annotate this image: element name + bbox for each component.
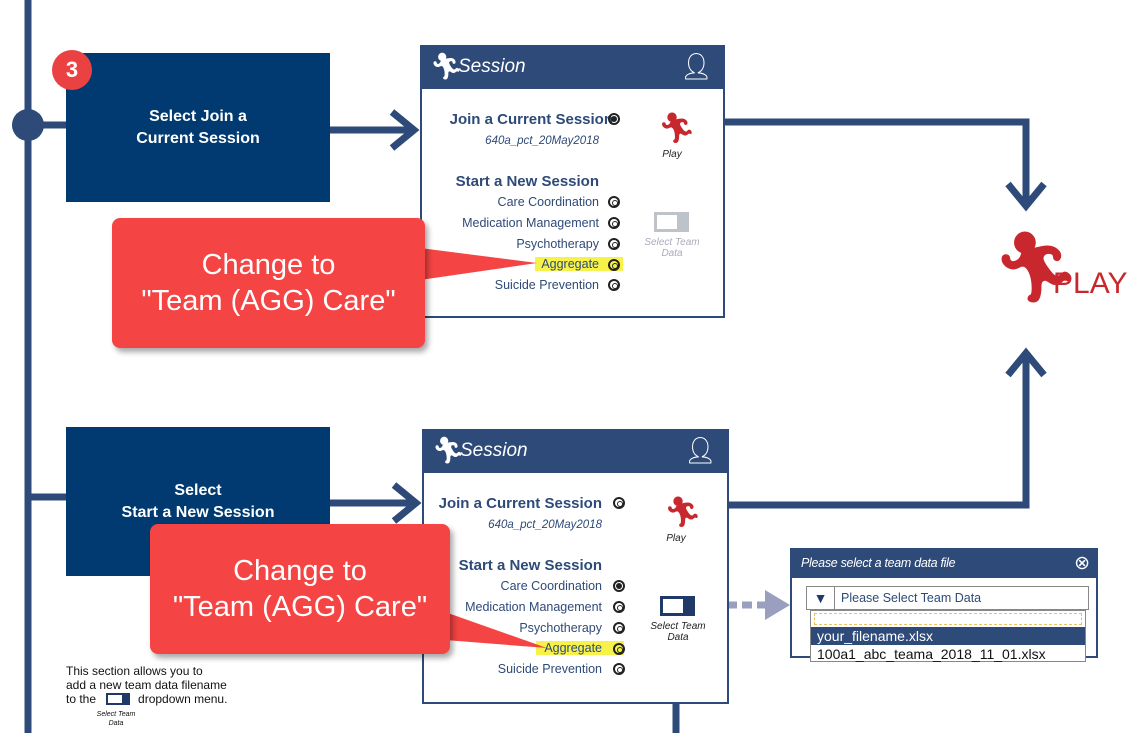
callout-text: "Team (AGG) Care" — [141, 285, 396, 317]
dropdown-empty-option[interactable] — [814, 613, 1082, 625]
radio-suicide-prevention[interactable] — [613, 663, 625, 675]
dialog-title: Please select a team data file — [801, 556, 956, 570]
callout-text: "Team (AGG) Care" — [172, 591, 428, 623]
user-book-icon[interactable]: 👤︎ — [683, 435, 717, 465]
select-team-data-icon — [654, 212, 689, 232]
step-label: Select Join a — [149, 107, 247, 125]
note: This section allows you to add a new tea… — [66, 664, 228, 727]
radio-care-coordination[interactable] — [608, 196, 620, 208]
callout-change-aggregate-2: Change to "Team (AGG) Care" — [150, 524, 450, 654]
option-psychotherapy[interactable]: Psychotherapy — [519, 621, 602, 635]
option-care-coordination[interactable]: Care Coordination — [497, 195, 599, 209]
step-label: Select — [174, 481, 222, 499]
join-radio[interactable] — [608, 113, 620, 125]
step-join-current-session: Select Join a Current Session — [66, 53, 330, 202]
radio-psychotherapy[interactable] — [613, 622, 625, 634]
callout-text: Change to — [233, 555, 367, 587]
radio-psychotherapy[interactable] — [608, 238, 620, 250]
dialog-header: Please select a team data file ⊗ — [792, 550, 1096, 578]
radio-suicide-prevention[interactable] — [608, 279, 620, 291]
dropdown-option[interactable]: 100a1_abc_teama_2018_11_01.xlsx — [817, 646, 1046, 662]
chevron-down-icon[interactable]: ▼ — [807, 587, 835, 609]
user-book-icon[interactable]: 👤︎ — [679, 51, 713, 81]
radio-care-coordination[interactable] — [613, 580, 625, 592]
option-medication-management[interactable]: Medication Management — [465, 600, 602, 614]
join-heading: Join a Current Session — [449, 111, 613, 128]
note-line: add a new team data filename — [66, 678, 227, 692]
team-data-select[interactable]: ▼ Please Select Team Data — [806, 586, 1089, 610]
option-medication-management[interactable]: Medication Management — [462, 216, 599, 230]
select-placeholder: Please Select Team Data — [841, 591, 982, 605]
start-heading: Start a New Session — [455, 173, 599, 190]
current-session-name: 640a_pct_20May2018 — [488, 519, 602, 531]
option-aggregate[interactable]: Aggregate — [536, 641, 624, 655]
step-badge: 3 — [52, 50, 92, 90]
option-aggregate[interactable]: Aggregate — [535, 257, 623, 271]
figure-icon: 🏃︎ — [430, 51, 464, 81]
radio-aggregate[interactable] — [613, 643, 625, 655]
panel-title: Session — [460, 440, 528, 461]
start-heading: Start a New Session — [458, 557, 602, 574]
join-radio[interactable] — [613, 497, 625, 509]
play-label: Play — [662, 149, 682, 160]
figure-icon: 🏃︎ — [432, 435, 466, 465]
dropdown-list: your_filename.xlsx 100a1_abc_teama_2018_… — [810, 610, 1086, 662]
step-label: Start a New Session — [121, 503, 275, 521]
radio-aggregate[interactable] — [608, 259, 620, 271]
join-heading: Join a Current Session — [438, 495, 602, 512]
option-psychotherapy[interactable]: Psychotherapy — [516, 237, 599, 251]
select-team-data-icon[interactable] — [660, 596, 695, 616]
callout-change-aggregate-1: Change to "Team (AGG) Care" — [112, 218, 425, 348]
play-icon[interactable]: 🏃︎ — [664, 496, 703, 529]
callout-text: Change to — [201, 249, 336, 281]
option-suicide-prevention[interactable]: Suicide Prevention — [494, 278, 599, 292]
radio-medication-management[interactable] — [608, 217, 620, 229]
step-label: Current Session — [136, 129, 260, 147]
option-care-coordination[interactable]: Care Coordination — [500, 579, 602, 593]
play-label-big: PLAY — [1053, 267, 1128, 300]
play-figure-icon: 🏃︎ — [992, 228, 1081, 306]
session-panel-1: 🏃︎ Session 👤︎ Join a Current Session 640… — [420, 45, 725, 318]
play-icon[interactable]: 🏃︎ — [658, 112, 697, 145]
dropdown-option[interactable]: your_filename.xlsx — [811, 627, 1085, 645]
panel-header: 🏃︎ Session 👤︎ — [424, 431, 727, 473]
team-data-dialog: Please select a team data file ⊗ ▼ Pleas… — [790, 548, 1098, 662]
panel-title: Session — [458, 56, 526, 77]
option-suicide-prevention[interactable]: Suicide Prevention — [497, 662, 602, 676]
panel-header: 🏃︎ Session 👤︎ — [422, 47, 723, 89]
play-label: Play — [666, 533, 686, 544]
current-session-name: 640a_pct_20May2018 — [485, 135, 599, 147]
session-panel-2: 🏃︎ Session 👤︎ Join a Current Session 640… — [422, 429, 729, 704]
note-line: This section allows you to — [66, 664, 203, 678]
close-icon[interactable]: ⊗ — [1074, 553, 1090, 574]
select-team-data-icon — [106, 693, 131, 705]
radio-medication-management[interactable] — [613, 601, 625, 613]
